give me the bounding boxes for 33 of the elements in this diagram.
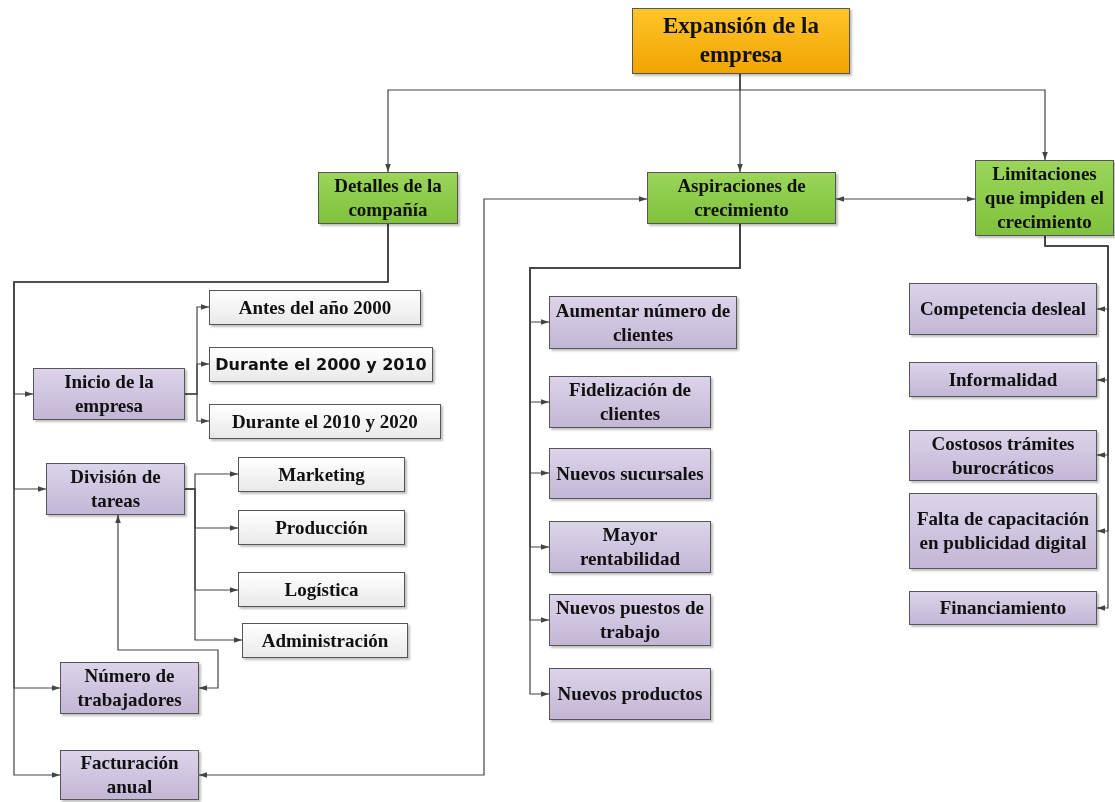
item-box: Administración: [242, 623, 408, 658]
process-box: Nuevos productos: [549, 668, 711, 720]
item-box: Producción: [238, 510, 405, 545]
category-box: Aspiraciones de crecimiento: [647, 172, 836, 224]
connector-arrow: [115, 514, 219, 691]
process-box: Financiamiento: [909, 591, 1097, 625]
process-box: Facturación anual: [60, 750, 199, 800]
process-box: Fidelización de clientes: [549, 376, 711, 428]
process-box: Número de trabajadores: [60, 662, 199, 714]
item-box: Marketing: [238, 457, 405, 492]
process-box: Nuevos puestos de trabajo: [549, 594, 711, 646]
connector-arrow: [198, 196, 648, 778]
title-box: Expansión de la empresa: [632, 8, 850, 74]
connector-arrow: [13, 223, 389, 778]
item-box: Logística: [238, 572, 405, 607]
process-box: Informalidad: [909, 362, 1097, 397]
item-box: Durante el 2000 y 2010: [209, 347, 433, 382]
category-box: Detalles de la compañía: [318, 172, 458, 224]
item-box: Durante el 2010 y 2020: [209, 404, 441, 439]
item-box: Antes del año 2000: [209, 290, 421, 325]
connector-arrow: [184, 393, 210, 424]
process-box: División de tareas: [46, 463, 185, 515]
process-box: Inicio de la empresa: [33, 368, 185, 420]
connector-arrow: [739, 73, 1048, 161]
process-box: Competencia desleal: [909, 283, 1097, 335]
process-box: Aumentar número de clientes: [549, 296, 737, 349]
category-box: Limitaciones que impiden el crecimiento: [975, 160, 1114, 236]
process-box: Costosos trámites burocráticos: [909, 430, 1097, 481]
process-box: Mayor rentabilidad: [549, 521, 711, 573]
connector-arrow: [835, 196, 976, 202]
connector-arrow: [184, 488, 243, 643]
process-box: Falta de capacitación en publicidad digital: [909, 493, 1097, 569]
process-box: Nuevos sucursales: [549, 448, 711, 499]
